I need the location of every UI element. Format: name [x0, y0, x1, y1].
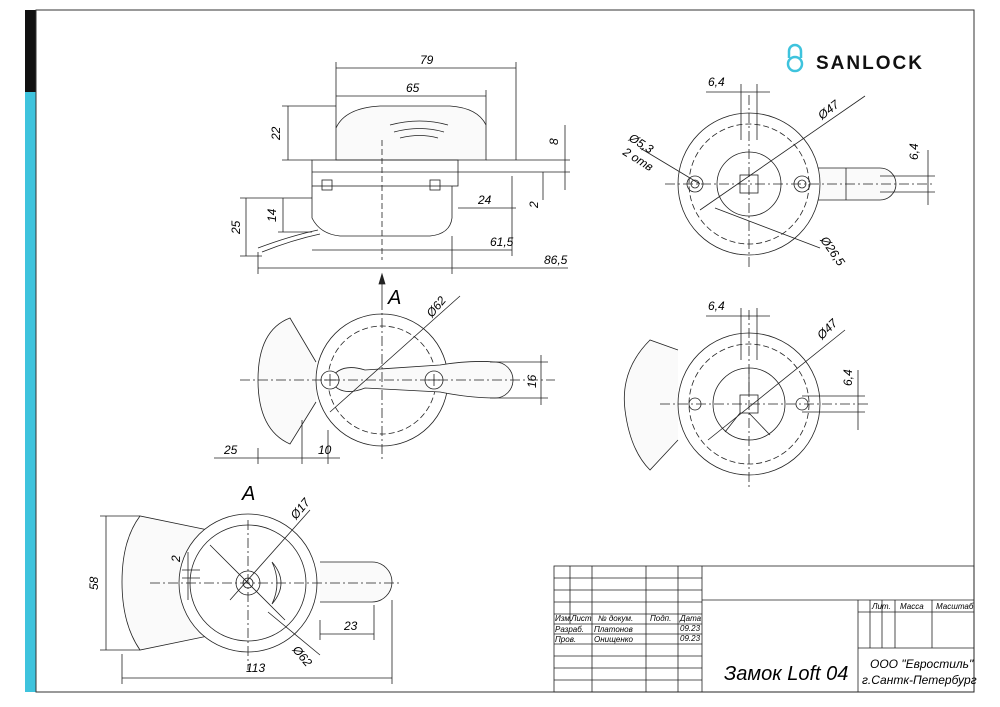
dim-d47-side: Ø47	[814, 315, 842, 343]
org-line-1: ООО "Евростиль"	[870, 657, 974, 671]
dim-6-4-a: 6,4	[708, 75, 725, 89]
side-view	[623, 308, 870, 490]
title-block	[553, 565, 975, 693]
dim-d17: Ø17	[287, 495, 314, 523]
dim-25: 25	[229, 220, 243, 235]
top-view-dimensions: 79 65 22 8 24 2 25 14 61,5 86,5	[229, 53, 568, 267]
dark-side-bar	[25, 10, 36, 92]
dim-22: 22	[269, 126, 283, 141]
view-a	[100, 509, 400, 684]
dim-d62-view-a: Ø62	[289, 642, 315, 669]
dim-2-view-a: 2	[169, 555, 183, 563]
dim-8: 8	[547, 138, 561, 145]
header-date: Дата	[679, 614, 702, 623]
name-checker: Онищенко	[594, 635, 634, 644]
dim-65: 65	[406, 81, 420, 95]
dim-2: 2	[527, 201, 541, 209]
dim-24: 24	[477, 193, 492, 207]
dim-23: 23	[343, 619, 358, 633]
dim-79: 79	[420, 53, 434, 67]
accent-side-bar	[25, 92, 36, 692]
dim-86-5: 86,5	[544, 253, 568, 267]
org-line-2: г.Сантк-Петербург	[862, 673, 977, 687]
top-view	[240, 62, 570, 274]
first-date: 09.23	[680, 624, 701, 633]
product-name: Замок Loft 04	[724, 663, 848, 685]
dim-6-4-side-b: 6,4	[841, 369, 855, 386]
dim-6-4-side-a: 6,4	[708, 299, 725, 313]
dim-6-4-b: 6,4	[907, 143, 921, 160]
role-developer: Разраб.	[555, 625, 584, 634]
date-developer: 09.23	[680, 634, 701, 643]
dim-58: 58	[87, 576, 101, 590]
header-doc-no: № докум.	[598, 614, 633, 623]
scale-label: Масштаб	[936, 602, 974, 611]
drawing-frame	[35, 9, 975, 693]
title-block-text: Изм. Лист № докум. Подп. Дата 09.23 Разр…	[555, 602, 977, 687]
role-checker: Пров.	[555, 635, 576, 644]
lit-label: Лит.	[871, 602, 891, 611]
header-list: Лист	[570, 614, 592, 623]
dim-10: 10	[318, 443, 332, 457]
rear-view	[639, 84, 935, 270]
dim-61-5: 61,5	[490, 235, 514, 249]
dim-d26-5: Ø26,5	[817, 233, 848, 269]
name-developer: Платонов	[594, 625, 633, 634]
dim-d62-front: Ø62	[423, 293, 449, 320]
padlock-icon	[786, 43, 804, 73]
header-sign: Подп.	[650, 614, 671, 623]
sanlock-logo: SANLOCK	[786, 43, 924, 74]
front-view	[214, 272, 555, 464]
dim-14: 14	[265, 208, 279, 222]
brand-name: SANLOCK	[816, 53, 924, 74]
view-mark-a-2: A	[241, 483, 255, 505]
header-izm: Изм.	[555, 614, 572, 623]
dim-16: 16	[525, 374, 539, 388]
dim-d47: Ø47	[814, 97, 842, 123]
dim-25-front: 25	[223, 443, 238, 457]
view-mark-a-1: A	[387, 287, 401, 309]
mass-label: Масса	[900, 602, 924, 611]
dim-113: 113	[246, 661, 265, 675]
